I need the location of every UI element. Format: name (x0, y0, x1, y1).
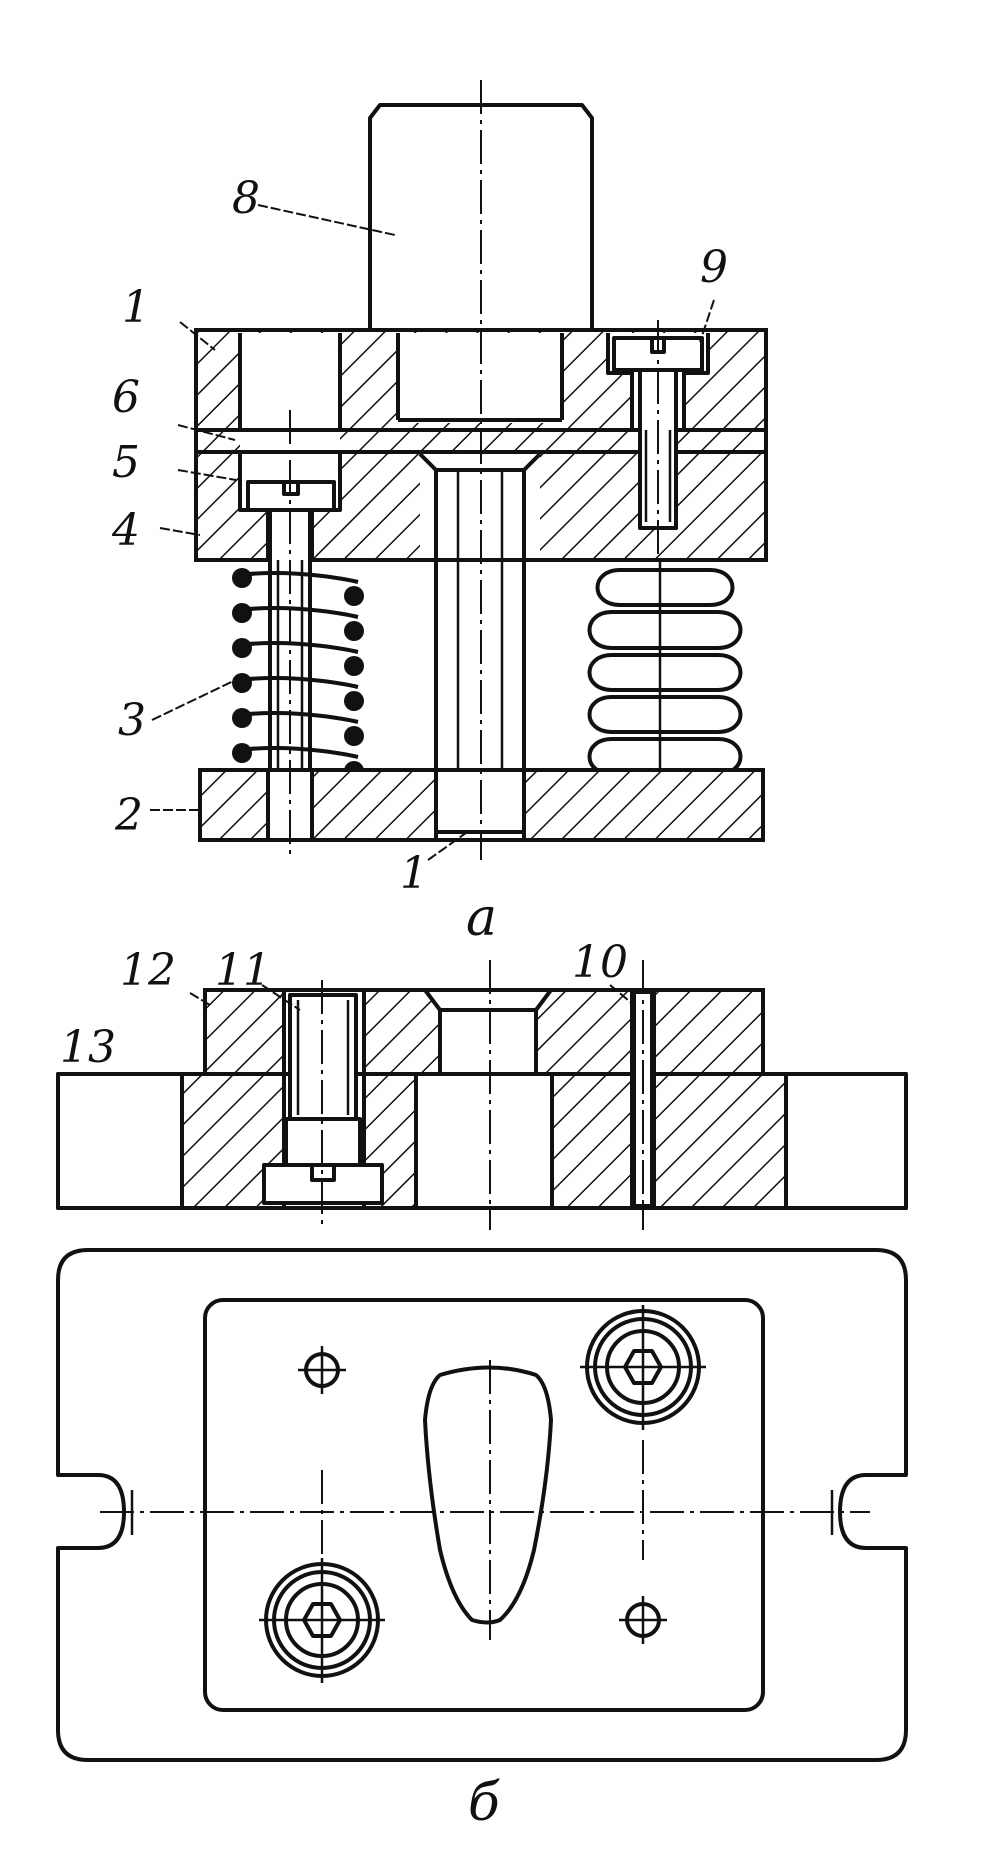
die-plate-outline (203, 1298, 765, 1712)
caption-view-a: a (466, 888, 497, 948)
label-part-4: 4 (111, 505, 140, 556)
view-a: 1 6 5 4 3 2 8 9 1 a (111, 80, 768, 948)
screw-head-top-right (580, 1305, 706, 1430)
view-b-plan: б (56, 1248, 908, 1833)
label-part-9: 9 (700, 242, 728, 293)
label-part-8: 8 (232, 173, 260, 224)
spring-buffer (587, 560, 743, 830)
base-plate-outline (56, 1248, 908, 1762)
label-part-1-top: 1 (122, 282, 150, 333)
label-part-10: 10 (572, 937, 628, 988)
pin-hole-right (619, 1596, 667, 1644)
screw-head-bottom-left (259, 1558, 385, 1683)
pin-hole-left (298, 1346, 346, 1394)
base-plate-part-13 (56, 1072, 908, 1210)
label-part-12: 12 (120, 945, 176, 996)
label-part-1-bottom: 1 (400, 848, 428, 899)
caption-view-b: б (468, 1773, 500, 1833)
label-part-13: 13 (60, 1022, 116, 1073)
label-part-2: 2 (114, 790, 143, 841)
label-part-6: 6 (112, 372, 140, 423)
label-part-3: 3 (118, 695, 146, 746)
label-part-5: 5 (112, 437, 140, 488)
die-aperture (423, 1365, 553, 1625)
label-part-11: 11 (215, 945, 271, 996)
view-b-section: 12 11 10 13 (56, 937, 908, 1230)
